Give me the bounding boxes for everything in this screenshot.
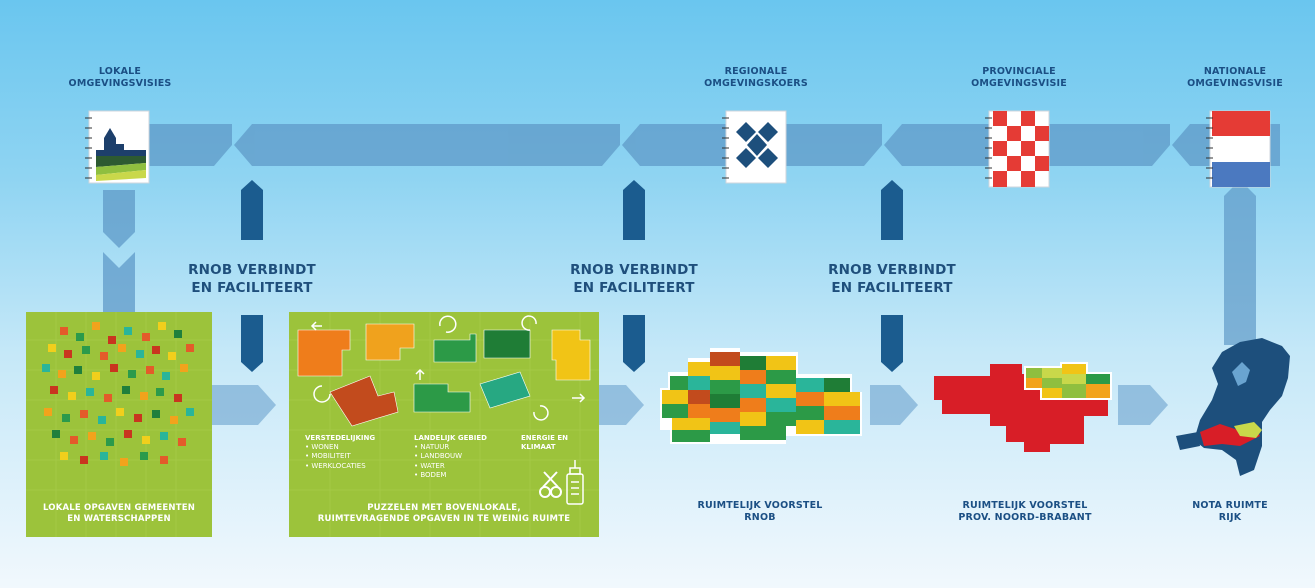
label-regionale-omgevingskoers: REGIONALE OMGEVINGSKOERS: [704, 66, 808, 89]
label-lokale-omgevingsvisies: LOKALE OMGEVINGSVISIES: [68, 66, 172, 89]
connector-down-2: [623, 315, 645, 372]
label-provinciale-omgevingsvisie: PROVINCIALE OMGEVINGSVISIE: [971, 66, 1067, 89]
brabant-proposal-map: [934, 362, 1112, 452]
dutch-flag-notebook-icon: [1206, 110, 1271, 188]
right-vertical-band: [1224, 180, 1256, 345]
connector-arrows: [241, 180, 903, 372]
list-item: BODEM: [414, 471, 462, 480]
puzzle-pieces: [297, 323, 591, 427]
label-rnob-connect-1: RNOB VERBINDT EN FACILITEERT: [188, 262, 316, 296]
connector-up-1: [241, 180, 263, 240]
label-rnob-connect-2: RNOB VERBINDT EN FACILITEERT: [570, 262, 698, 296]
category-list-landelijk-gebied: NATUUR LANDBOUW WATER BODEM: [414, 443, 462, 481]
panel-local-tasks: [26, 312, 212, 537]
scattered-task-squares: [42, 322, 194, 466]
top-flow-band: [120, 124, 1280, 166]
list-item: LANDBOUW: [414, 452, 462, 461]
rotate-arrow-icons: [310, 315, 586, 421]
category-title-verstedelijking: VERSTEDELIJKING: [305, 434, 376, 442]
glue-icon: [566, 460, 584, 505]
label-nota-ruimte-rijk: NOTA RUIMTE RIJK: [1192, 500, 1268, 523]
list-item: WERKLOCATIES: [305, 462, 365, 471]
label-ruimtelijk-voorstel-brabant: RUIMTELIJK VOORSTEL PROV. NOORD-BRABANT: [958, 500, 1092, 523]
connector-up-3: [881, 180, 903, 240]
label-ruimtelijk-voorstel-rnob: RUIMTELIJK VOORSTEL RNOB: [697, 500, 823, 523]
diamond-pattern-notebook-icon: [722, 110, 787, 184]
panel-puzzle: [289, 312, 599, 537]
label-nationale-omgevingsvisie: NATIONALE OMGEVINGSVISIE: [1187, 66, 1283, 89]
category-title-landelijk-gebied: LANDELIJK GEBIED: [414, 434, 487, 442]
list-item: NATUUR: [414, 443, 462, 452]
bottom-flow-band: [212, 385, 1168, 425]
caption-puzzle: PUZZELEN MET BOVENLOKALE, RUIMTEVRAGENDE…: [317, 503, 571, 525]
category-list-verstedelijking: WONEN MOBILITEIT WERKLOCATIES: [305, 443, 366, 471]
list-item: MOBILITEIT: [305, 452, 366, 461]
left-vertical-band: [103, 190, 135, 318]
scissors-icon: [539, 471, 562, 498]
list-item: WATER: [414, 462, 462, 471]
village-notebook-icon: [85, 110, 150, 184]
label-rnob-connect-3: RNOB VERBINDT EN FACILITEERT: [828, 262, 956, 296]
connector-down-1: [241, 315, 263, 372]
caption-local-tasks: LOKALE OPGAVEN GEMEENTEN EN WATERSCHAPPE…: [42, 503, 196, 525]
connector-up-2: [623, 180, 645, 240]
category-title-energie-klimaat: ENERGIE EN KLIMAAT: [521, 434, 569, 451]
brabant-checker-notebook-icon: [985, 110, 1050, 188]
netherlands-map: [1176, 338, 1290, 476]
list-item: WONEN: [305, 443, 366, 452]
rnob-proposal-map: [660, 348, 862, 444]
connector-down-3: [881, 315, 903, 372]
